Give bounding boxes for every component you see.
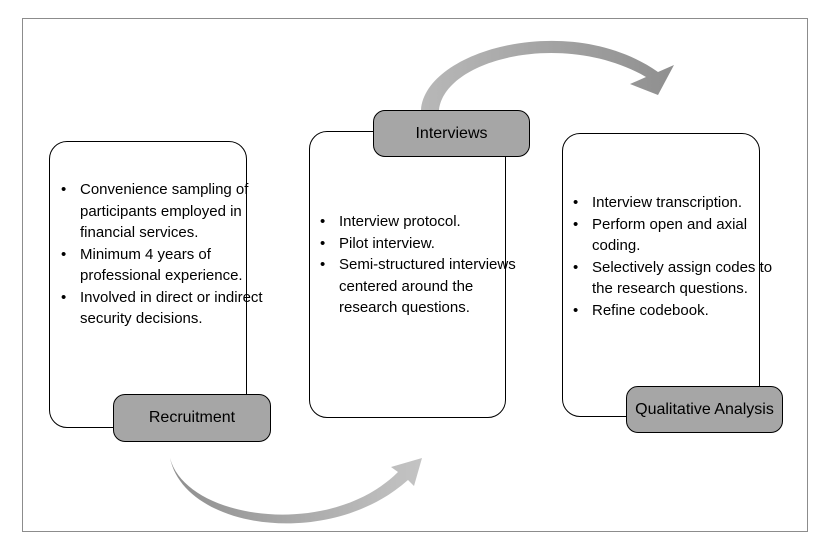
list-item: Pilot interview. <box>320 233 525 255</box>
curved-arrow-icon <box>421 40 674 110</box>
list-item: Convenience sampling of participants emp… <box>61 179 268 244</box>
list-item: Interview transcription. <box>573 192 782 214</box>
list-item: Selectively assign codes to the research… <box>573 257 782 300</box>
recruitment-list: Convenience sampling of participants emp… <box>56 179 268 330</box>
list-item: Minimum 4 years of professional experien… <box>61 244 268 287</box>
analysis-list: Interview transcription. Perform open an… <box>568 192 782 321</box>
interviews-list: Interview protocol. Pilot interview. Sem… <box>315 211 525 319</box>
interviews-label: Interviews <box>373 110 530 157</box>
list-item: Refine codebook. <box>573 300 782 322</box>
diagram-frame <box>22 18 808 532</box>
list-item: Involved in direct or indirect security … <box>61 287 268 330</box>
recruitment-label: Recruitment <box>113 394 271 442</box>
analysis-card: Interview transcription. Perform open an… <box>562 133 772 417</box>
curved-arrow-icon <box>170 458 422 524</box>
analysis-label: Qualitative Analysis <box>626 386 783 433</box>
list-item: Interview protocol. <box>320 211 525 233</box>
list-item: Semi-structured interviews centered arou… <box>320 254 525 319</box>
interviews-card: Interview protocol. Pilot interview. Sem… <box>309 131 516 418</box>
list-item: Perform open and axial coding. <box>573 214 782 257</box>
recruitment-card: Convenience sampling of participants emp… <box>49 141 263 428</box>
